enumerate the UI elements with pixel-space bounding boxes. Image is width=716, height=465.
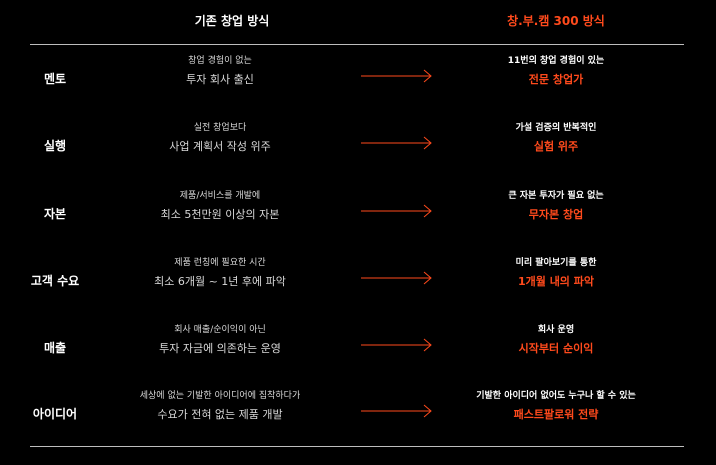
old-method-cell: 세상에 없는 기발한 아이디어에 집착하다가 수요가 전혀 없는 제품 개발 (112, 389, 328, 425)
new-method-text: 전문 창업가 (528, 73, 584, 86)
new-method-cell: 큰 자본 투자가 필요 없는 무자본 창업 (450, 189, 662, 225)
new-method-subtext: 가설 검증의 반복적인 (515, 123, 597, 133)
row-category: 자본 (43, 207, 67, 221)
old-method-cell: 제품/서비스를 개발에 최소 5천만원 이상의 자본 (112, 189, 328, 225)
new-method-text: 시작부터 순이익 (518, 342, 594, 355)
old-method-text: 사업 계획서 작성 위주 (169, 140, 271, 153)
old-method-subtext: 제품/서비스를 개발에 (179, 191, 261, 201)
right-arrow-icon (361, 136, 432, 150)
row-category: 아이디어 (32, 407, 78, 421)
comparison-row-customer-demand: 고객 수요 제품 런칭에 필요한 시간 최소 6개월 ~ 1년 후에 파악 미리… (0, 247, 716, 313)
right-arrow-icon (361, 271, 432, 285)
new-method-text: 무자본 창업 (528, 208, 584, 221)
row-category: 고객 수요 (30, 274, 80, 288)
header-divider (30, 44, 684, 45)
old-method-cell: 창업 경험이 없는 투자 회사 출신 (112, 54, 328, 90)
comparison-row-execution: 실행 실전 창업보다 사업 계획서 작성 위주 가설 검증의 반복적인 실험 위… (0, 112, 716, 178)
new-method-cell: 회사 운영 시작부터 순이익 (450, 323, 662, 359)
comparison-row-idea: 아이디어 세상에 없는 기발한 아이디어에 집착하다가 수요가 전혀 없는 제품… (0, 380, 716, 446)
right-arrow-icon (361, 69, 432, 83)
new-method-text: 실험 위주 (533, 140, 579, 153)
old-method-cell: 회사 매출/순이익이 아닌 투자 자금에 의존하는 운영 (112, 323, 328, 359)
new-method-cell: 기발한 아이디어 없어도 누구나 할 수 있는 패스트팔로워 전략 (450, 389, 662, 425)
new-method-cell: 가설 검증의 반복적인 실험 위주 (450, 121, 662, 157)
old-method-subtext: 제품 런칭에 필요한 시간 (174, 258, 266, 268)
new-method-title: 창.부.캠 300 방식 (507, 14, 605, 28)
old-method-subtext: 실전 창업보다 (193, 123, 247, 133)
right-arrow-icon (361, 204, 432, 218)
new-method-cell: 미리 팔아보기를 통한 1개월 내의 파악 (450, 256, 662, 292)
old-method-cell: 제품 런칭에 필요한 시간 최소 6개월 ~ 1년 후에 파악 (112, 256, 328, 292)
new-method-subtext: 미리 팔아보기를 통한 (515, 258, 597, 268)
new-method-text: 패스트팔로워 전략 (513, 408, 599, 421)
old-method-title: 기존 창업 방식 (194, 14, 270, 28)
comparison-row-revenue: 매출 회사 매출/순이익이 아닌 투자 자금에 의존하는 운영 회사 운영 시작… (0, 314, 716, 380)
row-category: 멘토 (43, 72, 67, 86)
new-method-text: 1개월 내의 파악 (517, 275, 595, 288)
old-method-text: 수요가 전혀 없는 제품 개발 (157, 408, 283, 421)
old-method-subtext: 회사 매출/순이익이 아닌 (174, 325, 266, 335)
comparison-row-capital: 자본 제품/서비스를 개발에 최소 5천만원 이상의 자본 큰 자본 투자가 필… (0, 180, 716, 246)
row-category: 실행 (43, 139, 67, 153)
new-method-subtext: 회사 운영 (537, 325, 575, 335)
footer-divider (30, 446, 684, 447)
old-method-subtext: 세상에 없는 기발한 아이디어에 집착하다가 (139, 391, 301, 401)
comparison-row-mentor: 멘토 창업 경험이 없는 투자 회사 출신 11번의 창업 경험이 있는 전문 … (0, 45, 716, 111)
comparison-header: 기존 창업 방식 창.부.캠 300 방식 (0, 0, 716, 44)
new-method-subtext: 기발한 아이디어 없어도 누구나 할 수 있는 (476, 391, 636, 401)
old-method-subtext: 창업 경험이 없는 (188, 56, 252, 66)
new-method-subtext: 큰 자본 투자가 필요 없는 (508, 191, 604, 201)
new-method-cell: 11번의 창업 경험이 있는 전문 창업가 (450, 54, 662, 90)
new-method-subtext: 11번의 창업 경험이 있는 (507, 56, 605, 66)
old-method-cell: 실전 창업보다 사업 계획서 작성 위주 (112, 121, 328, 157)
right-arrow-icon (361, 404, 432, 418)
right-arrow-icon (361, 338, 432, 352)
old-method-text: 투자 자금에 의존하는 운영 (159, 342, 281, 355)
old-method-text: 최소 5천만원 이상의 자본 (160, 208, 280, 221)
row-category: 매출 (43, 341, 67, 355)
old-method-text: 최소 6개월 ~ 1년 후에 파악 (154, 275, 286, 288)
old-method-text: 투자 회사 출신 (186, 73, 254, 86)
